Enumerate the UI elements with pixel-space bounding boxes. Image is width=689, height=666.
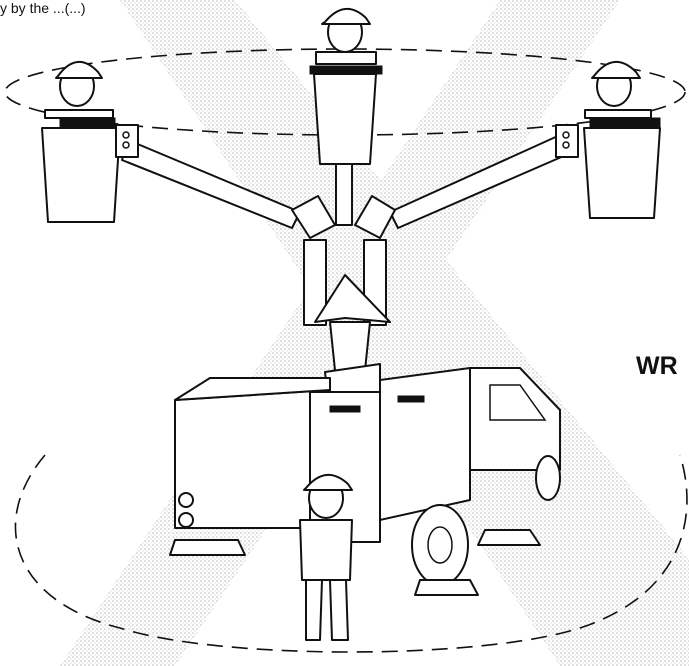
bucket-center bbox=[310, 9, 382, 164]
bucket-left bbox=[42, 62, 138, 222]
bucket-right bbox=[556, 62, 660, 218]
